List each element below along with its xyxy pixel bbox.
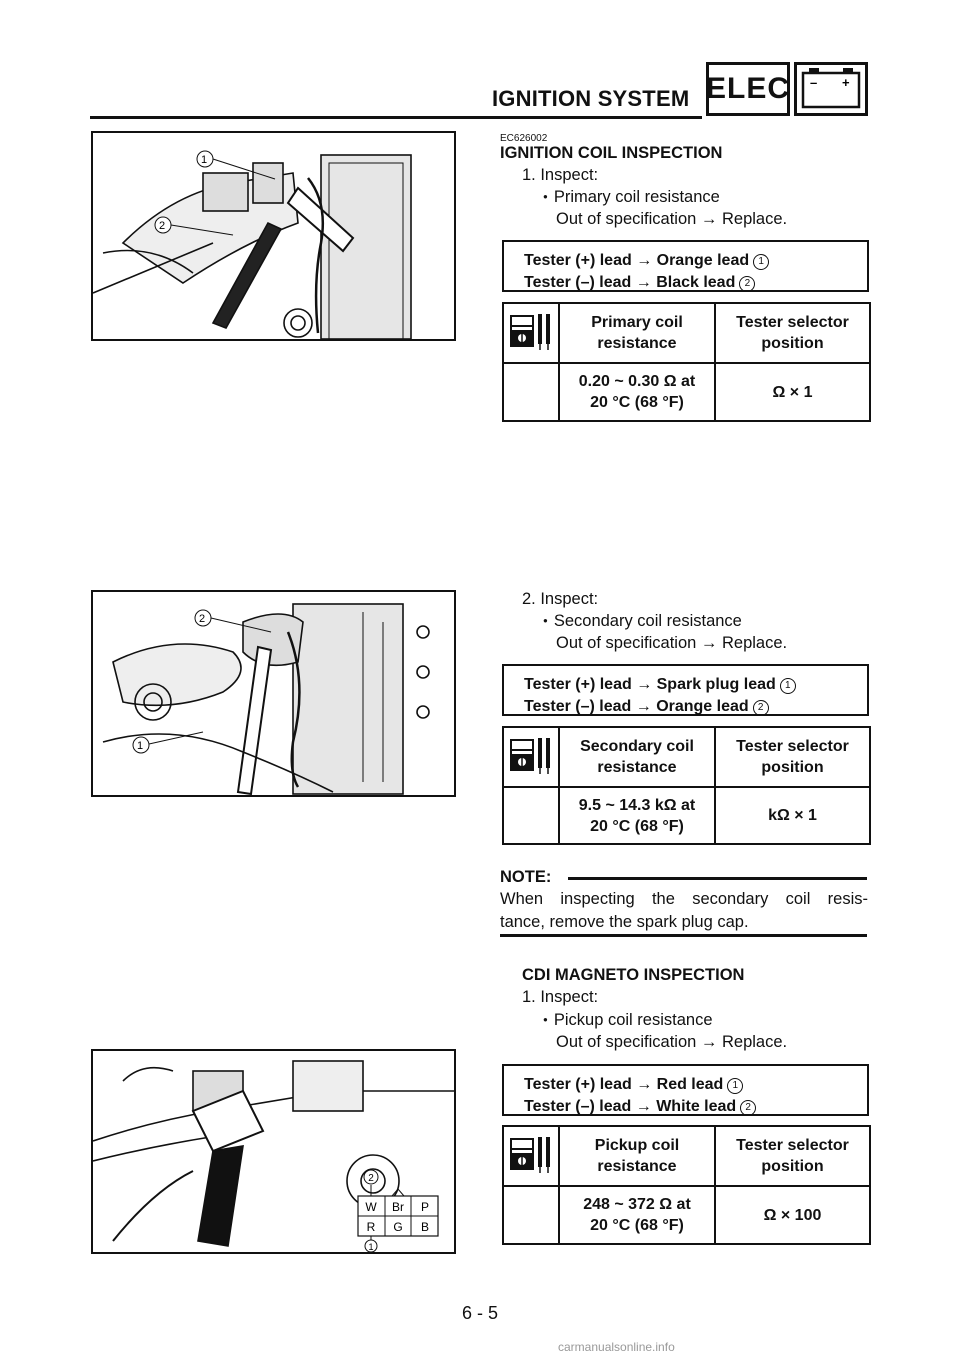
- section-title-ignition-coil: IGNITION COIL INSPECTION: [500, 144, 723, 162]
- multimeter-icon: [510, 1137, 550, 1173]
- battery-minus: –: [810, 75, 817, 90]
- note-top-rule: [568, 877, 867, 880]
- figure-callout-2: 2: [159, 220, 165, 232]
- header-rule: [90, 116, 702, 119]
- elec-badge: ELEC: [706, 62, 790, 116]
- figure-pickup-coil: W Br P R G B 2 1: [91, 1049, 456, 1254]
- empty-cell: [502, 1185, 560, 1245]
- step-1: 1. Inspect:: [522, 166, 599, 184]
- section-title-cdi-magneto: CDI MAGNETO INSPECTION: [522, 966, 745, 984]
- figure-ignition-coil-secondary: 2 1: [91, 590, 456, 797]
- note-line-2: tance, remove the spark plug cap.: [500, 913, 749, 931]
- multimeter-icon-cell: [502, 1125, 560, 1187]
- connector-pin-g: G: [393, 1220, 402, 1234]
- connector-pin-w: W: [365, 1200, 377, 1214]
- ignition-coil-illustration: 1 2: [93, 150, 412, 339]
- value-selector: Ω × 1: [714, 362, 871, 422]
- multimeter-icon-cell: [502, 726, 560, 788]
- battery-icon: – +: [794, 62, 868, 116]
- connector-pin-p: P: [421, 1200, 429, 1214]
- figure-ignition-coil-primary: 1 2: [91, 131, 456, 341]
- bullet-item: Pickup coil resistance: [543, 1011, 713, 1030]
- note-title: NOTE:: [500, 868, 552, 886]
- action-text: Out of specification → Replace.: [556, 1033, 788, 1051]
- step-1: 1. Inspect:: [522, 988, 599, 1006]
- figure-callout-1: 1: [368, 1242, 373, 1252]
- multimeter-icon: [510, 738, 550, 774]
- multimeter-icon: [510, 314, 550, 350]
- empty-cell: [502, 786, 560, 845]
- secondary-coil-illustration: 2 1: [102, 603, 430, 795]
- step-2: 2. Inspect:: [522, 590, 599, 608]
- page-number: 6 - 5: [461, 1303, 499, 1323]
- action-text: Out of specification → Replace.: [556, 634, 788, 652]
- empty-cell: [502, 362, 560, 422]
- connector-pin-b: B: [421, 1220, 429, 1234]
- value-selector: kΩ × 1: [714, 786, 871, 845]
- action-text: Out of specification → Replace.: [556, 210, 788, 228]
- connector-diagram: [357, 1169, 439, 1252]
- figure-callout-2: 2: [199, 613, 205, 625]
- bullet-item: Secondary coil resistance: [543, 612, 742, 631]
- watermark: carmanualsonline.info: [558, 1340, 675, 1354]
- note-bottom-rule: [500, 934, 867, 937]
- figure-callout-1: 1: [137, 740, 143, 752]
- pickup-coil-illustration: W Br P R G B 2 1: [93, 1060, 454, 1252]
- note-line-1: When inspecting the secondary coil resis…: [500, 890, 868, 908]
- page-header-title: IGNITION SYSTEM: [492, 86, 690, 111]
- bullet-item: Primary coil resistance: [543, 188, 720, 207]
- connector-pin-r: R: [367, 1220, 376, 1234]
- value-selector: Ω × 100: [714, 1185, 871, 1245]
- figure-callout-2: 2: [368, 1173, 374, 1184]
- figure-callout-1: 1: [201, 154, 207, 166]
- battery-plus: +: [842, 75, 850, 90]
- section-code: EC626002: [500, 133, 548, 144]
- connector-pin-br: Br: [392, 1200, 404, 1214]
- multimeter-icon-cell: [502, 302, 560, 364]
